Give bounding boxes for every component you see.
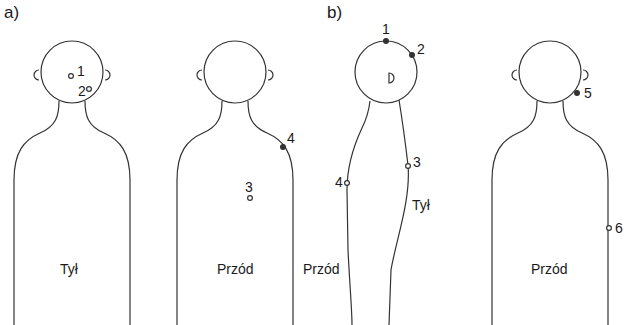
view-label: Tył <box>412 198 430 212</box>
body-outline <box>347 101 370 325</box>
head-outline <box>204 41 266 103</box>
ear <box>197 70 202 80</box>
point-marker <box>281 145 286 150</box>
point-marker <box>406 164 411 169</box>
head-outline <box>355 41 417 103</box>
ear <box>583 70 588 80</box>
view-label: Przód <box>217 262 254 276</box>
view-label: Przód <box>531 262 568 276</box>
body-outline <box>563 101 608 325</box>
callout-number: 3 <box>413 155 421 169</box>
point-marker <box>410 53 415 58</box>
point-marker <box>384 39 389 44</box>
body-outline <box>492 101 537 325</box>
callout-number: 6 <box>615 221 623 235</box>
ear <box>105 70 110 80</box>
point-marker <box>87 87 92 92</box>
callout-number: 4 <box>287 131 295 145</box>
view-label: Tył <box>60 262 78 276</box>
panel-letter: b) <box>327 4 342 21</box>
callout-number: 4 <box>335 175 343 189</box>
body-outline <box>85 101 130 325</box>
ear <box>389 73 394 83</box>
callout-number: 1 <box>77 64 85 78</box>
ear <box>34 70 39 80</box>
body-outline <box>248 101 293 325</box>
panel-letter: a) <box>4 4 19 21</box>
callout-number: 5 <box>584 86 592 100</box>
body-outline <box>177 101 222 325</box>
callout-number: 2 <box>78 84 86 98</box>
point-marker <box>607 226 612 231</box>
callout-number: 1 <box>382 22 390 36</box>
body-outline <box>389 100 408 325</box>
head-outline <box>519 41 581 103</box>
ear <box>268 70 273 80</box>
point-marker <box>248 196 253 201</box>
point-marker <box>345 181 350 186</box>
body-outline <box>14 101 59 325</box>
point-marker <box>69 74 74 79</box>
ear <box>512 70 517 80</box>
head-outline <box>41 41 103 103</box>
callout-number: 3 <box>245 180 253 194</box>
point-marker <box>575 91 580 96</box>
view-label: Przód <box>303 262 340 276</box>
callout-number: 2 <box>417 42 425 56</box>
